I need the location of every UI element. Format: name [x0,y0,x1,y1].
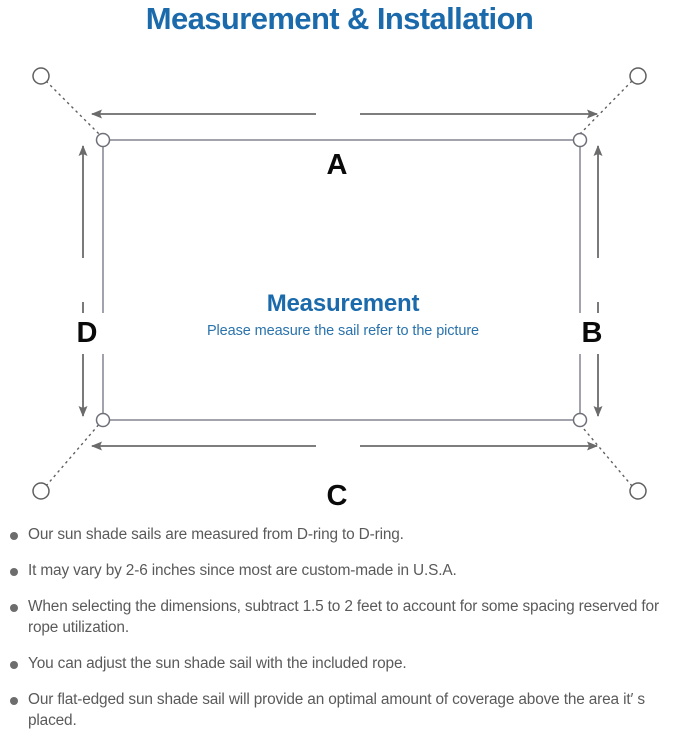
note-text: Our sun shade sails are measured from D-… [28,526,404,543]
rope-lines [45,80,633,487]
anchor-ring-bottom-right [629,482,647,500]
dimension-label-b: B [571,313,613,354]
list-item: You can adjust the sun shade sail with t… [0,653,679,674]
d-ring-bottom-left [95,412,111,428]
bullet-dot-icon [10,604,18,612]
list-item: It may vary by 2-6 inches since most are… [0,560,679,581]
note-text: When selecting the dimensions, subtract … [28,598,659,636]
rope-top-left [45,80,102,137]
dimension-label-c: C [312,479,362,514]
note-text: It may vary by 2-6 inches since most are… [28,562,457,579]
page-title: Measurement & Installation [145,1,534,36]
bullet-dot-icon [10,661,18,669]
list-item: Our flat-edged sun shade sail will provi… [0,689,679,731]
d-rings [95,132,588,428]
bullet-dot-icon [10,697,18,705]
sail-diagram: A B C D Measurement Please measure the s… [0,50,679,520]
bullet-dot-icon [10,532,18,540]
notes-list: Our sun shade sails are measured from D-… [0,524,679,739]
d-ring-bottom-right [572,412,588,428]
list-item: Our sun shade sails are measured from D-… [0,524,679,545]
anchor-rings [32,67,647,500]
sail-body [102,139,581,421]
anchor-ring-top-left [32,67,50,85]
dimension-label-d: D [66,313,108,354]
anchor-ring-top-right [629,67,647,85]
rope-bottom-right [577,421,633,487]
d-ring-top-left [95,132,111,148]
note-text: Our flat-edged sun shade sail will provi… [28,691,645,729]
rope-bottom-left [45,421,102,487]
note-text: You can adjust the sun shade sail with t… [28,655,407,672]
d-ring-top-right [572,132,588,148]
list-item: When selecting the dimensions, subtract … [0,596,679,638]
bullet-dot-icon [10,568,18,576]
dimension-label-a: A [312,148,362,183]
anchor-ring-bottom-left [32,482,50,500]
rope-top-right [577,80,633,137]
